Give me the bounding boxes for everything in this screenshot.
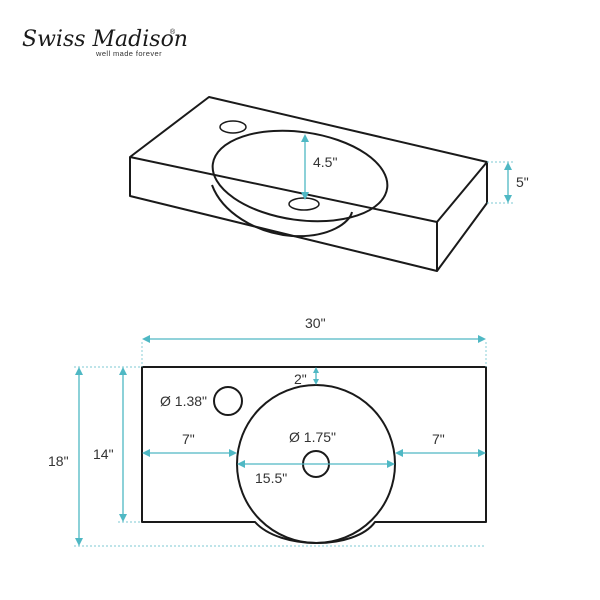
top-depth-label: 14" bbox=[93, 446, 114, 462]
offset-arrow-bottom bbox=[313, 379, 319, 385]
faucet-hole-circle bbox=[213, 386, 243, 416]
isometric-view: 4.5" 5" bbox=[129, 96, 529, 272]
faucet-hole-iso bbox=[219, 120, 247, 134]
overall-depth-label: 18" bbox=[48, 453, 69, 469]
bowl-depth-arrow-top bbox=[301, 134, 309, 142]
brand-logo: Swiss Madison ® well made forever bbox=[22, 27, 188, 58]
right-margin-arrow-left bbox=[395, 449, 403, 457]
bowl-depth-label: 4.5" bbox=[313, 154, 337, 170]
height-arrow-top bbox=[504, 162, 512, 170]
height-label: 5" bbox=[516, 174, 529, 190]
slab-front-face bbox=[129, 157, 438, 272]
right-margin-label: 7" bbox=[432, 431, 445, 447]
width-arrow-left bbox=[142, 335, 150, 343]
slab-right-face bbox=[436, 162, 488, 272]
bowl-diameter-arrow-left bbox=[237, 460, 245, 468]
top-depth-arrow-bottom bbox=[119, 514, 127, 522]
faucet-hole-label: Ø 1.38" bbox=[160, 393, 207, 409]
slab-top-face bbox=[129, 96, 488, 223]
left-margin-arrow-left bbox=[142, 449, 150, 457]
brand-name: Swiss Madison bbox=[22, 27, 188, 52]
overall-width-label: 30" bbox=[305, 315, 326, 331]
left-margin-arrow-right bbox=[229, 449, 237, 457]
bowl-diameter-arrow-right bbox=[387, 460, 395, 468]
brand-registered-mark: ® bbox=[170, 28, 176, 36]
top-view: 30" 2" Ø 1.38" Ø 1.75" 7" 7" 15.5" 14" bbox=[48, 315, 487, 547]
left-margin-label: 7" bbox=[182, 431, 195, 447]
bowl-depth-arrow-bottom bbox=[301, 192, 309, 200]
width-arrow-right bbox=[478, 335, 486, 343]
height-arrow-bottom bbox=[504, 195, 512, 203]
top-depth-arrow-top bbox=[119, 367, 127, 375]
offset-arrow-top bbox=[313, 367, 319, 373]
drain-hole-label: Ø 1.75" bbox=[289, 429, 336, 445]
bowl-underside bbox=[211, 184, 353, 238]
brand-tagline: well made forever bbox=[95, 49, 162, 58]
overall-depth-arrow-top bbox=[75, 367, 83, 375]
bowl-offset-label: 2" bbox=[294, 371, 307, 387]
bowl-rim bbox=[211, 129, 389, 223]
bowl-diameter-label: 15.5" bbox=[255, 470, 287, 486]
overall-depth-arrow-bottom bbox=[75, 538, 83, 546]
drain-hole-iso bbox=[288, 197, 320, 211]
right-margin-arrow-right bbox=[478, 449, 486, 457]
